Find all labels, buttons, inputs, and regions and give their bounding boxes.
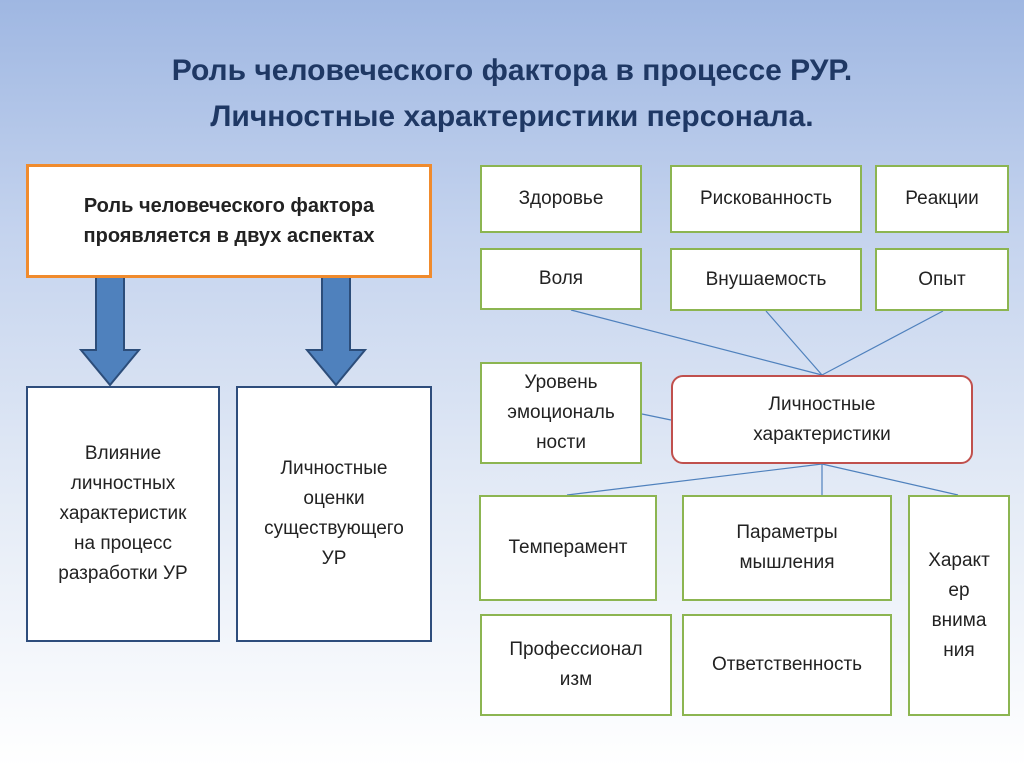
connector-suggestibility (765, 310, 823, 376)
trait-health: Здоровье (480, 165, 642, 233)
human-factor-box: Роль человеческого фактора проявляется в… (26, 164, 432, 278)
trait-risk: Рискованность (670, 165, 862, 233)
trait-emotionality: Уровень эмоциональ ности (480, 362, 642, 464)
trait-responsibility: Ответственность (682, 614, 892, 716)
connector-attention (821, 463, 959, 496)
connector-temperament (566, 463, 823, 496)
trait-emotionality-label: Уровень эмоциональ ности (507, 372, 615, 453)
trait-suggestibility-label: Внушаемость (705, 268, 827, 290)
trait-thinking-label: Параметры мышления (736, 522, 838, 573)
trait-health-label: Здоровье (518, 188, 604, 209)
aspect-assessment-box: Личностные оценки существующего УР (236, 386, 432, 642)
trait-reactions-label: Реакции (905, 188, 979, 209)
title-line-1: Роль человеческого фактора в процессе РУ… (171, 54, 853, 87)
trait-suggestibility: Внушаемость (670, 248, 862, 311)
aspect-influence-text: Влияние личностных характеристик на проц… (58, 443, 188, 584)
trait-thinking: Параметры мышления (682, 495, 892, 601)
down-arrow-right (304, 276, 368, 387)
trait-professionalism-label: Профессионал изм (509, 639, 643, 690)
trait-responsibility-label: Ответственность (711, 654, 863, 675)
aspect-assessment-text: Личностные оценки существующего УР (264, 458, 404, 569)
trait-experience: Опыт (875, 248, 1009, 311)
trait-reactions: Реакции (875, 165, 1009, 233)
trait-risk-label: Рискованность (700, 188, 832, 209)
personal-characteristics-node: Личностные характеристики (671, 375, 973, 464)
connector-experience (821, 310, 944, 376)
trait-temperament-label: Темперамент (508, 537, 628, 558)
trait-will: Воля (480, 248, 642, 310)
connector-emotion (641, 413, 672, 421)
title-line-2: Личностные характеристики персонала. (210, 100, 814, 133)
connector-will (570, 309, 823, 376)
trait-experience-label: Опыт (918, 268, 966, 290)
down-arrow-left (78, 276, 142, 387)
trait-professionalism: Профессионал изм (480, 614, 672, 716)
human-factor-text: Роль человеческого фактора проявляется в… (83, 195, 375, 247)
trait-temperament: Темперамент (479, 495, 657, 601)
aspect-influence-box: Влияние личностных характеристик на проц… (26, 386, 220, 642)
trait-attention: Характ ер внима ния (908, 495, 1010, 716)
trait-will-label: Воля (538, 268, 584, 289)
slide-title: Роль человеческого фактора в процессе РУ… (0, 48, 1024, 140)
trait-attention-label: Характ ер внима ния (928, 549, 990, 661)
personal-characteristics-label: Личностные характеристики (753, 393, 891, 445)
